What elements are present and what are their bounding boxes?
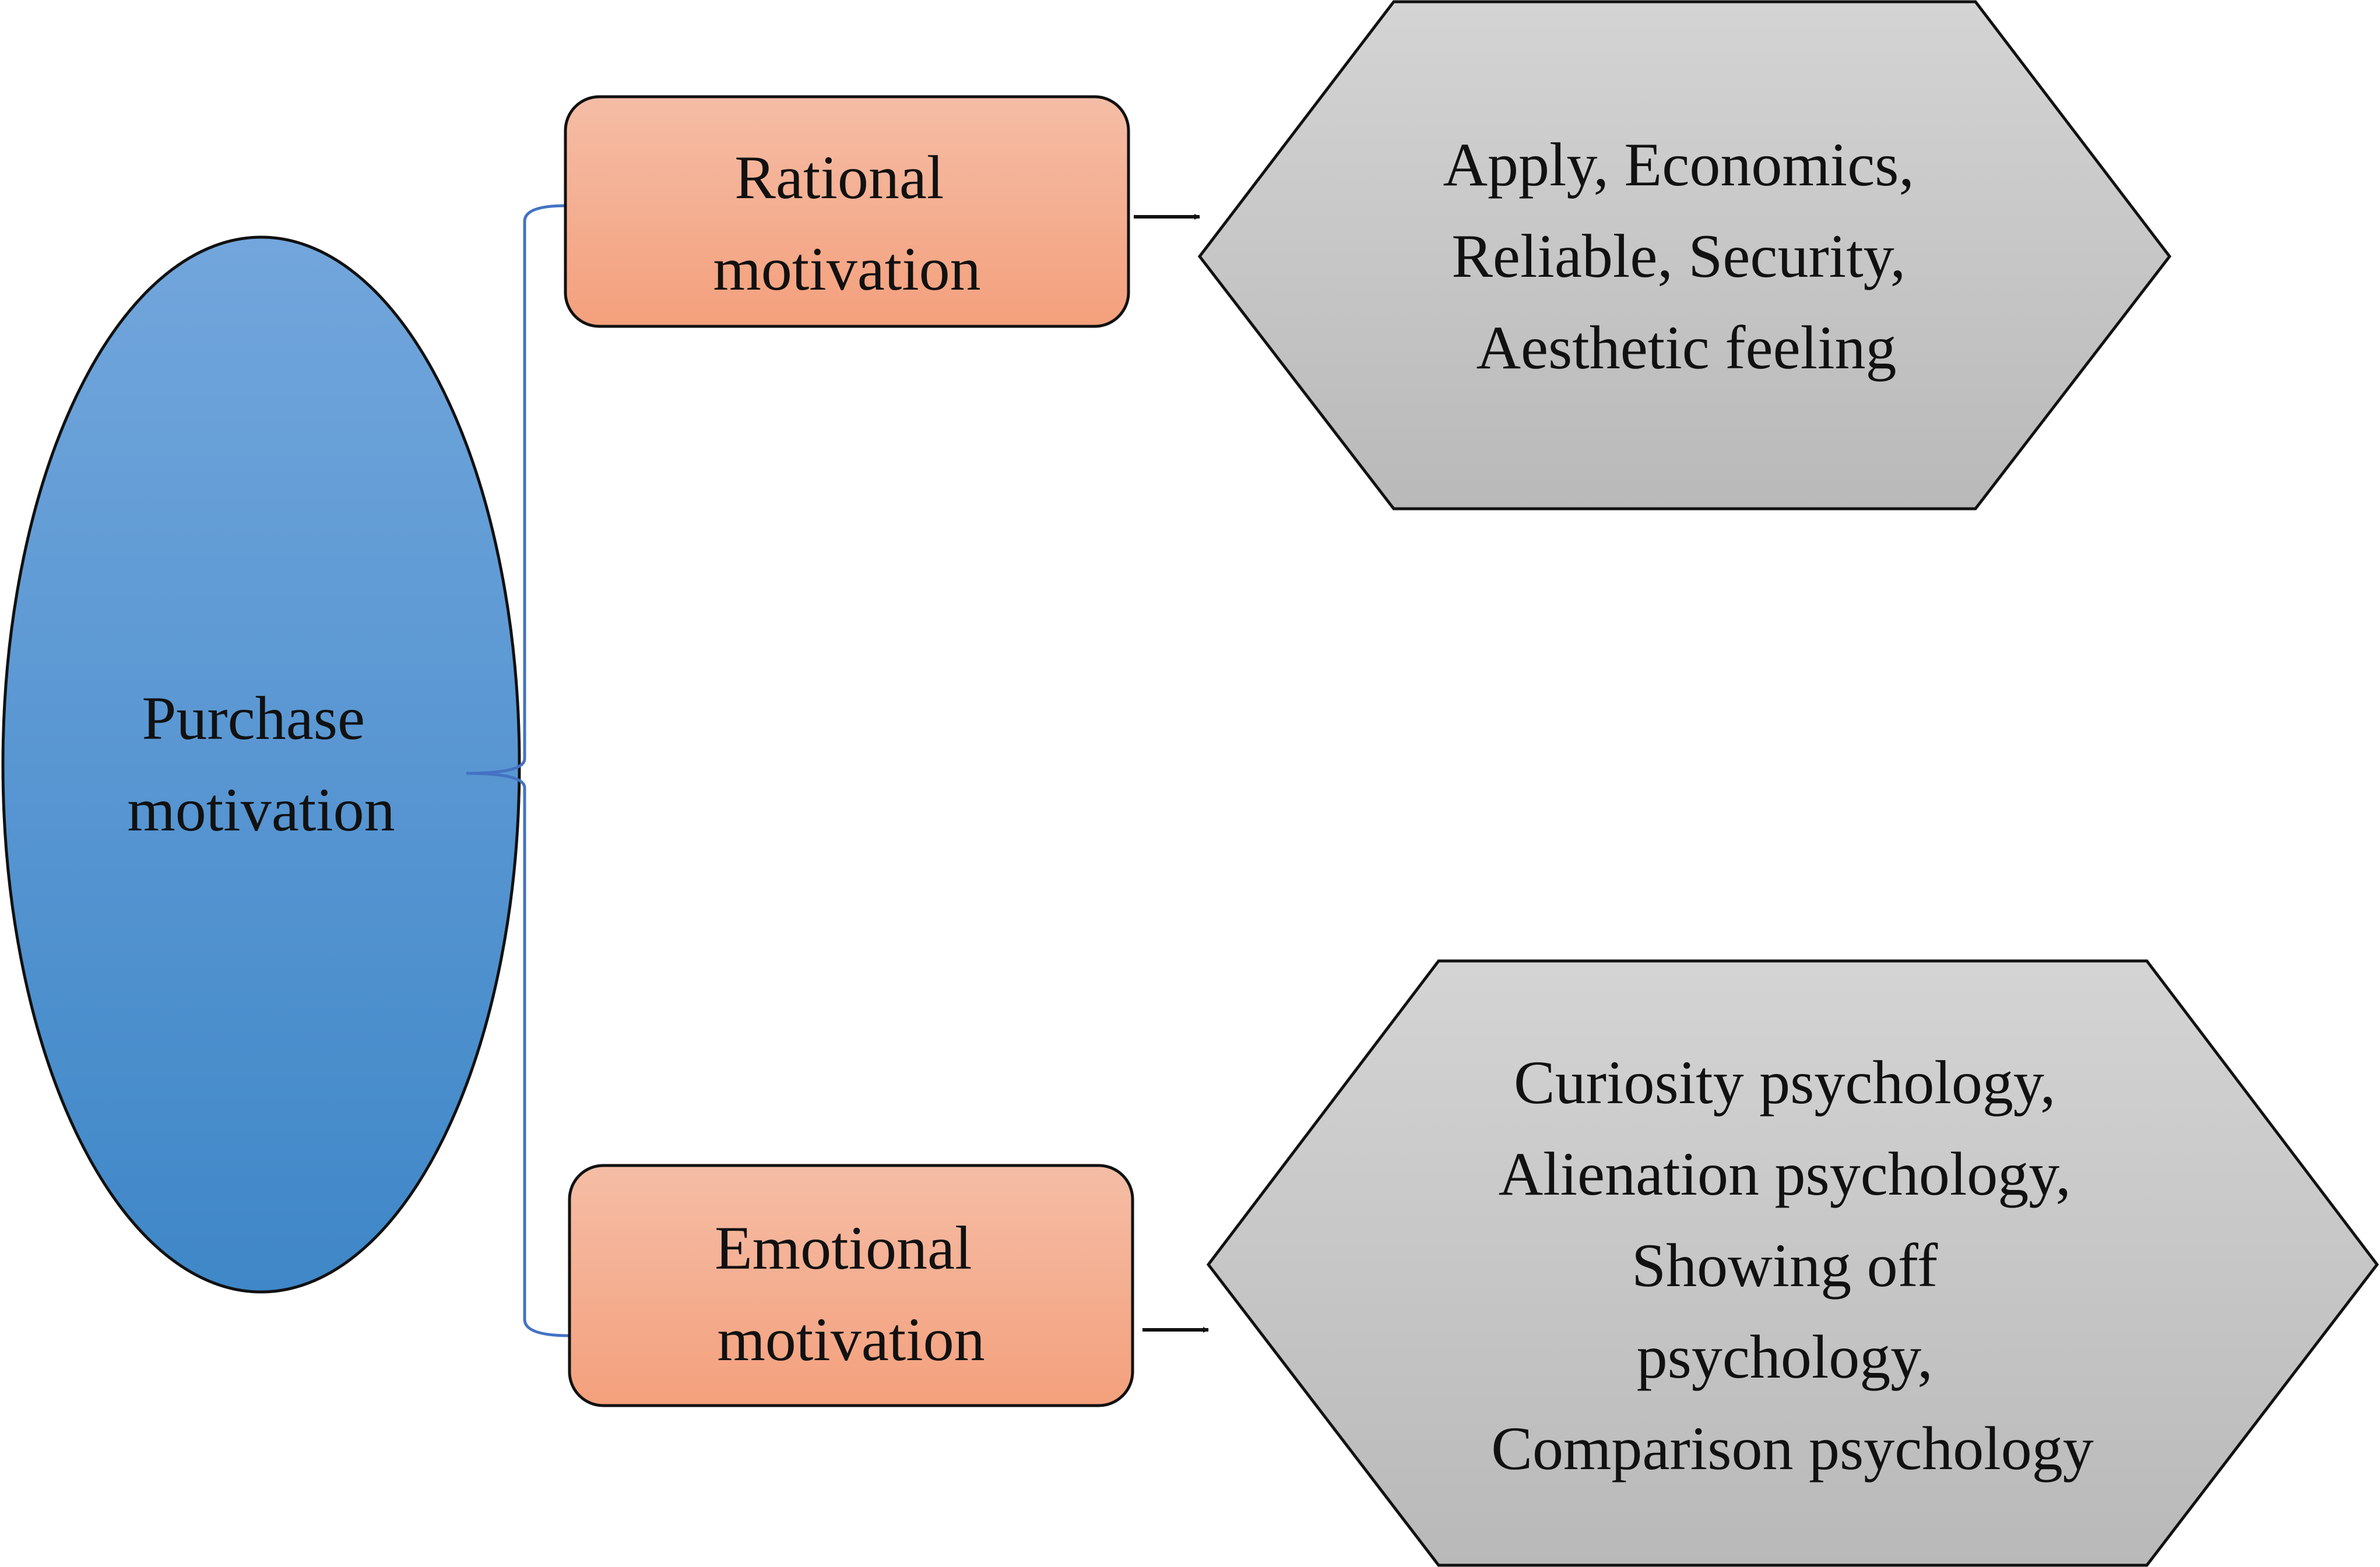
category-rational-label-line-1: Rational [734, 143, 944, 212]
category-emotional-label-line-1: Emotional [715, 1214, 972, 1282]
category-emotional-label: Emotional motivation [715, 1214, 987, 1374]
details-rational-line-2: Reliable, Security, [1451, 222, 1906, 290]
details-emotional-line-3: Showing off [1632, 1231, 1938, 1300]
category-emotional: Emotional motivation [568, 1164, 1134, 1407]
category-rational-label-line-2: motivation [713, 235, 980, 303]
branch-bracket [466, 204, 570, 1337]
details-emotional-hexagon [1206, 959, 2379, 1567]
root-node: Purchase motivation [1, 235, 521, 1294]
details-emotional: Curiosity psychology, Alienation psychol… [1206, 959, 2379, 1567]
details-rational-line-1: Apply, Economics, [1443, 131, 1914, 199]
root-label: Purchase motivation [127, 684, 395, 844]
details-emotional-line-2: Alienation psychology, [1499, 1140, 2071, 1208]
details-rational: Apply, Economics, Reliable, Security, Ae… [1197, 0, 2172, 510]
details-rational-line-3: Aesthetic feeling [1476, 314, 1896, 382]
details-emotional-line-1: Curiosity psychology, [1514, 1048, 2055, 1117]
details-emotional-line-4: psychology, [1637, 1323, 1933, 1391]
category-rational: Rational motivation [564, 95, 1130, 328]
category-rational-box [564, 95, 1130, 328]
details-emotional-text: Curiosity psychology, Alienation psychol… [1491, 1048, 2093, 1483]
category-emotional-label-line-2: motivation [717, 1305, 985, 1374]
root-label-line-1: Purchase [142, 684, 365, 752]
root-label-line-2: motivation [127, 776, 395, 844]
details-emotional-line-5: Comparison psychology [1491, 1414, 2093, 1483]
details-rational-text: Apply, Economics, Reliable, Security, Ae… [1443, 131, 1929, 382]
root-ellipse [1, 235, 521, 1294]
category-emotional-box [568, 1164, 1134, 1407]
details-rational-hexagon [1197, 0, 2172, 510]
category-rational-label: Rational motivation [713, 143, 980, 303]
